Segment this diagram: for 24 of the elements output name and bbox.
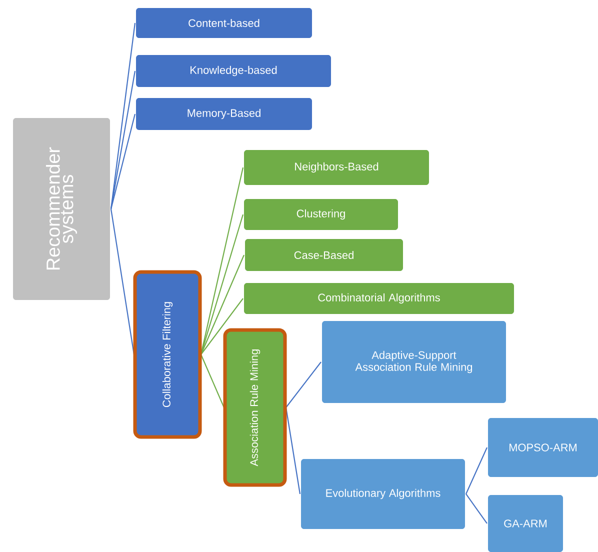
connector-line [286, 362, 322, 408]
method-box: Clustering [244, 199, 398, 230]
connector-line [200, 254, 244, 355]
algorithm-box: Evolutionary Algorithms [301, 459, 465, 529]
category-box: Knowledge-based [136, 55, 331, 87]
category-box: Content-based [136, 8, 312, 38]
algorithm-box: MOPSO-ARM [488, 418, 598, 477]
highlighted-box: Collaborative Filtering [133, 270, 202, 439]
connector-line [110, 22, 136, 210]
connector-line [200, 298, 244, 355]
method-box: Combinatorial Algorithms [244, 283, 514, 314]
connector-line [110, 208, 135, 355]
connector-line [110, 114, 136, 210]
method-box: Case-Based [245, 239, 403, 271]
highlighted-box: Association Rule Mining [223, 328, 287, 487]
category-box: Memory-Based [136, 98, 312, 130]
algorithm-box: Adaptive-Support Association Rule Mining [322, 321, 506, 403]
root-box: Recommender systems [13, 118, 110, 300]
connector-line [110, 70, 136, 210]
algorithm-box: GA-ARM [488, 495, 563, 552]
connector-line [466, 447, 488, 494]
connector-line [200, 354, 224, 408]
connector-line [466, 494, 488, 524]
method-box: Neighbors-Based [244, 150, 429, 185]
